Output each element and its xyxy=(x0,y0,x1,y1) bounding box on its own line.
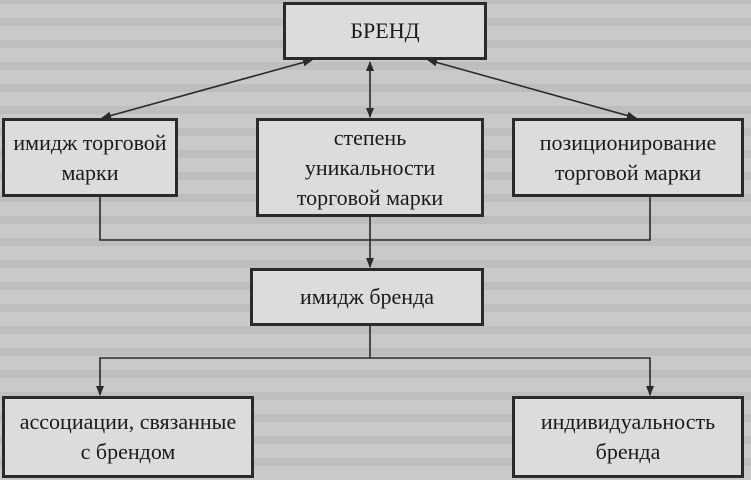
node-label: позиционирование торговой марки xyxy=(539,129,717,185)
node-brand: БРЕНД xyxy=(283,2,487,60)
node-label: имидж бренда xyxy=(299,284,435,309)
node-label: имидж торговой марки xyxy=(13,129,167,185)
split-line xyxy=(96,357,654,396)
node-label: индивидуальность бренда xyxy=(540,409,716,464)
node-brand-image: имидж бренда xyxy=(250,268,484,326)
node-uniqueness: степень уникальности торговой марки xyxy=(256,118,484,217)
node-trademark-image: имидж торговой марки xyxy=(2,118,178,197)
arrow-brand-positioning xyxy=(427,58,637,120)
node-positioning: позиционирование торговой марки xyxy=(512,118,744,197)
arrow-brand-trademark-image xyxy=(101,58,313,120)
node-label: БРЕНД xyxy=(350,18,420,43)
merge-line xyxy=(99,197,651,241)
node-associations: ассоциации, связанные с брендом xyxy=(2,396,254,478)
node-individuality: индивидуальность бренда xyxy=(512,396,744,478)
node-label: ассоциации, связанные с брендом xyxy=(19,409,237,464)
node-label: степень уникальности торговой марки xyxy=(296,124,444,210)
